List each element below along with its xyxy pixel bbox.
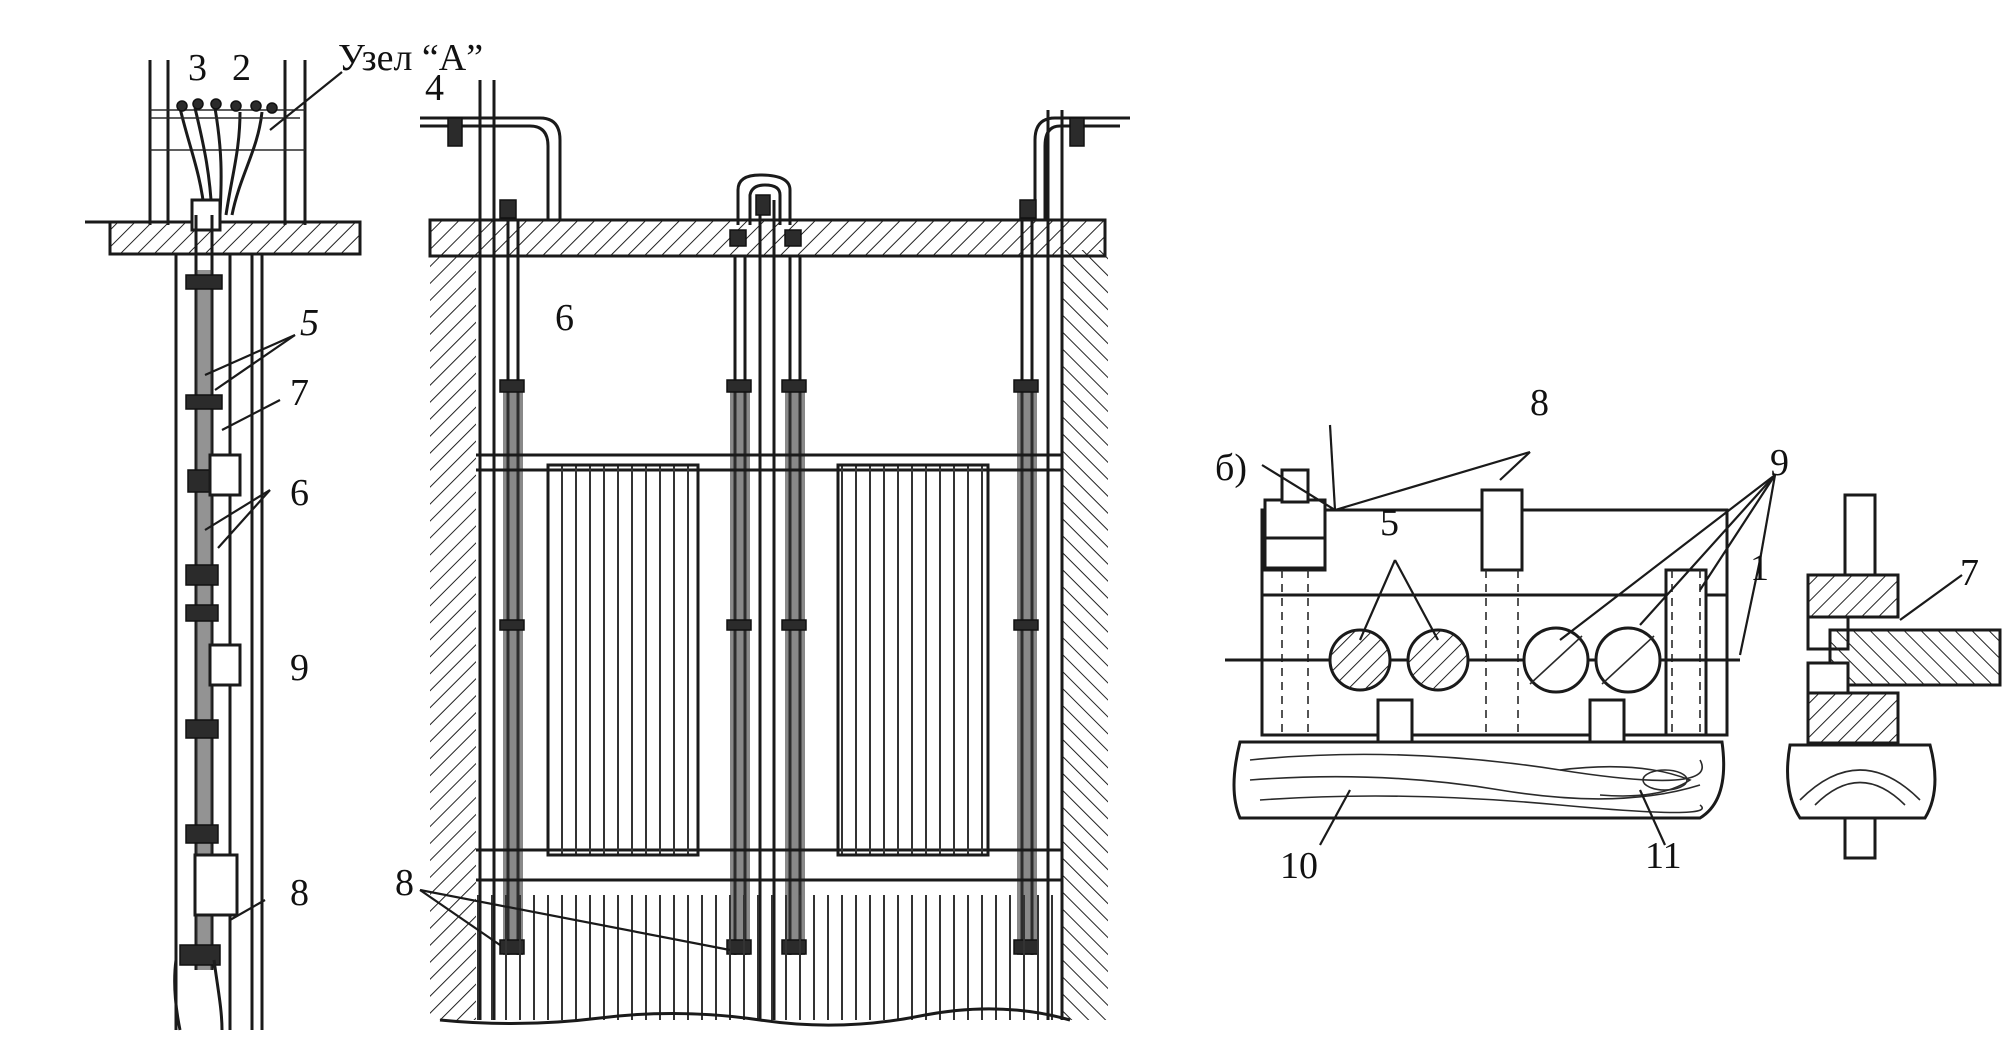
- detail-label-10: 10: [1280, 845, 1318, 887]
- detail-b: б) 8 5 9 1 7 10 11: [1215, 382, 2002, 887]
- label-9: 9: [290, 647, 309, 689]
- label-5: 5: [300, 302, 319, 344]
- detail-label-7: 7: [1960, 552, 1979, 594]
- detail-label-1: 1: [1750, 547, 1769, 589]
- label-6: 6: [290, 472, 309, 514]
- detail-label-8: 8: [1530, 382, 1549, 424]
- detail-label-5: 5: [1380, 502, 1399, 544]
- label-7: 7: [290, 372, 309, 414]
- label-node-a: Узел “А”: [338, 37, 483, 79]
- detail-title: б): [1215, 447, 1247, 489]
- front-view: 4 6 8: [395, 67, 1130, 1027]
- detail-label-9: 9: [1770, 442, 1789, 484]
- label-2: 2: [232, 47, 251, 89]
- label-front-6: 6: [555, 297, 574, 339]
- detail-label-11: 11: [1645, 835, 1682, 877]
- label-front-8: 8: [395, 862, 414, 904]
- side-view: 3 2 Узел “А” 5 7 6 9 8: [85, 37, 483, 1031]
- label-8: 8: [290, 872, 309, 914]
- label-3: 3: [188, 47, 207, 89]
- label-4: 4: [425, 67, 444, 109]
